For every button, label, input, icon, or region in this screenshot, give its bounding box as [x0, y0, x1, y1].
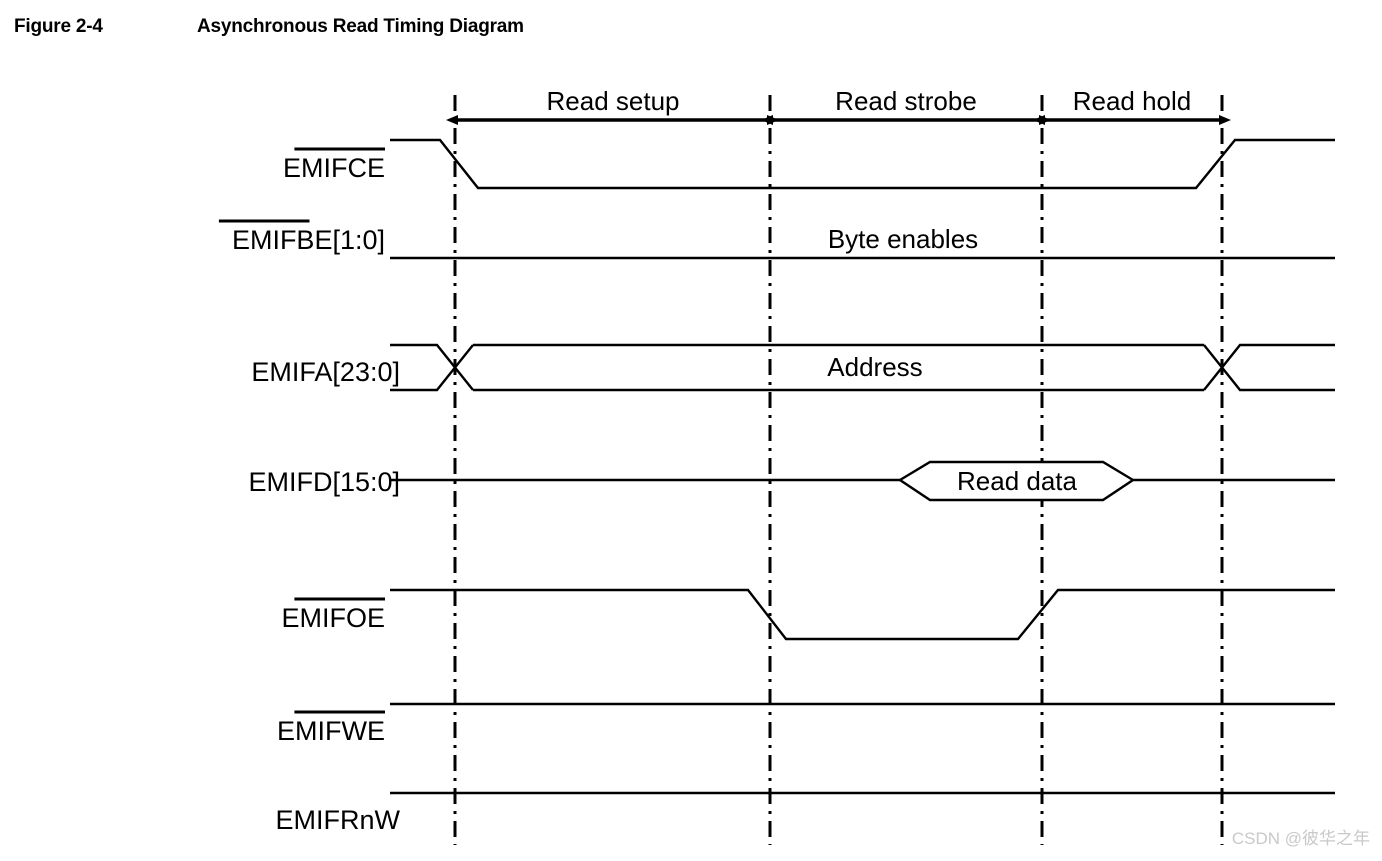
- signal-labels: EMIFCE EMIFBE[1:0] EMIFA[23:0] EMIFD[15:0] E…: [218, 147, 401, 835]
- bus-value-label-EMIFA: Address: [827, 352, 922, 382]
- signal-label-EMIFOE: EMIFOE: [281, 603, 385, 633]
- figure-title: Asynchronous Read Timing Diagram: [197, 16, 524, 37]
- phase-label-1: Read setup: [547, 86, 680, 116]
- waveform-EMIFA-cross-left-a: [390, 343, 474, 391]
- waveform-EMIFA-cross-right-b: [1203, 343, 1335, 391]
- phase-label-3: Read hold: [1073, 86, 1192, 116]
- figure-number: Figure 2-4: [14, 16, 103, 37]
- signal-label-EMIFD: EMIFD[15:0]: [248, 467, 400, 497]
- signal-label-EMIFWE: EMIFWE: [277, 716, 385, 746]
- phase-label-2: Read strobe: [835, 86, 977, 116]
- signal-label-EMIFBE: EMIFBE[1:0]: [232, 225, 385, 255]
- signal-label-EMIFA: EMIFA[23:0]: [251, 357, 400, 387]
- waveform-EMIFA-cross-right-a: [1203, 344, 1335, 392]
- watermark: CSDN @彼华之年: [1231, 829, 1370, 848]
- waveform-EMIFD-hexagon: [897, 460, 1136, 502]
- bus-value-label-EMIFBE: Byte enables: [828, 224, 978, 254]
- signal-label-EMIFCE: EMIFCE: [283, 153, 385, 183]
- waveform-EMIFOE: [390, 588, 1335, 641]
- signal-label-EMIFRnW: EMIFRnW: [276, 805, 401, 835]
- bus-value-label-EMIFD: Read data: [957, 466, 1078, 496]
- figure-header: Figure 2-4 Asynchronous Read Timing Diag…: [0, 8, 1382, 44]
- waveform-EMIFCE: [390, 138, 1335, 190]
- phase-arrows: Read setup Read strobe Read hold: [446, 86, 1231, 125]
- waveform-EMIFA-cross-left-b: [390, 344, 474, 392]
